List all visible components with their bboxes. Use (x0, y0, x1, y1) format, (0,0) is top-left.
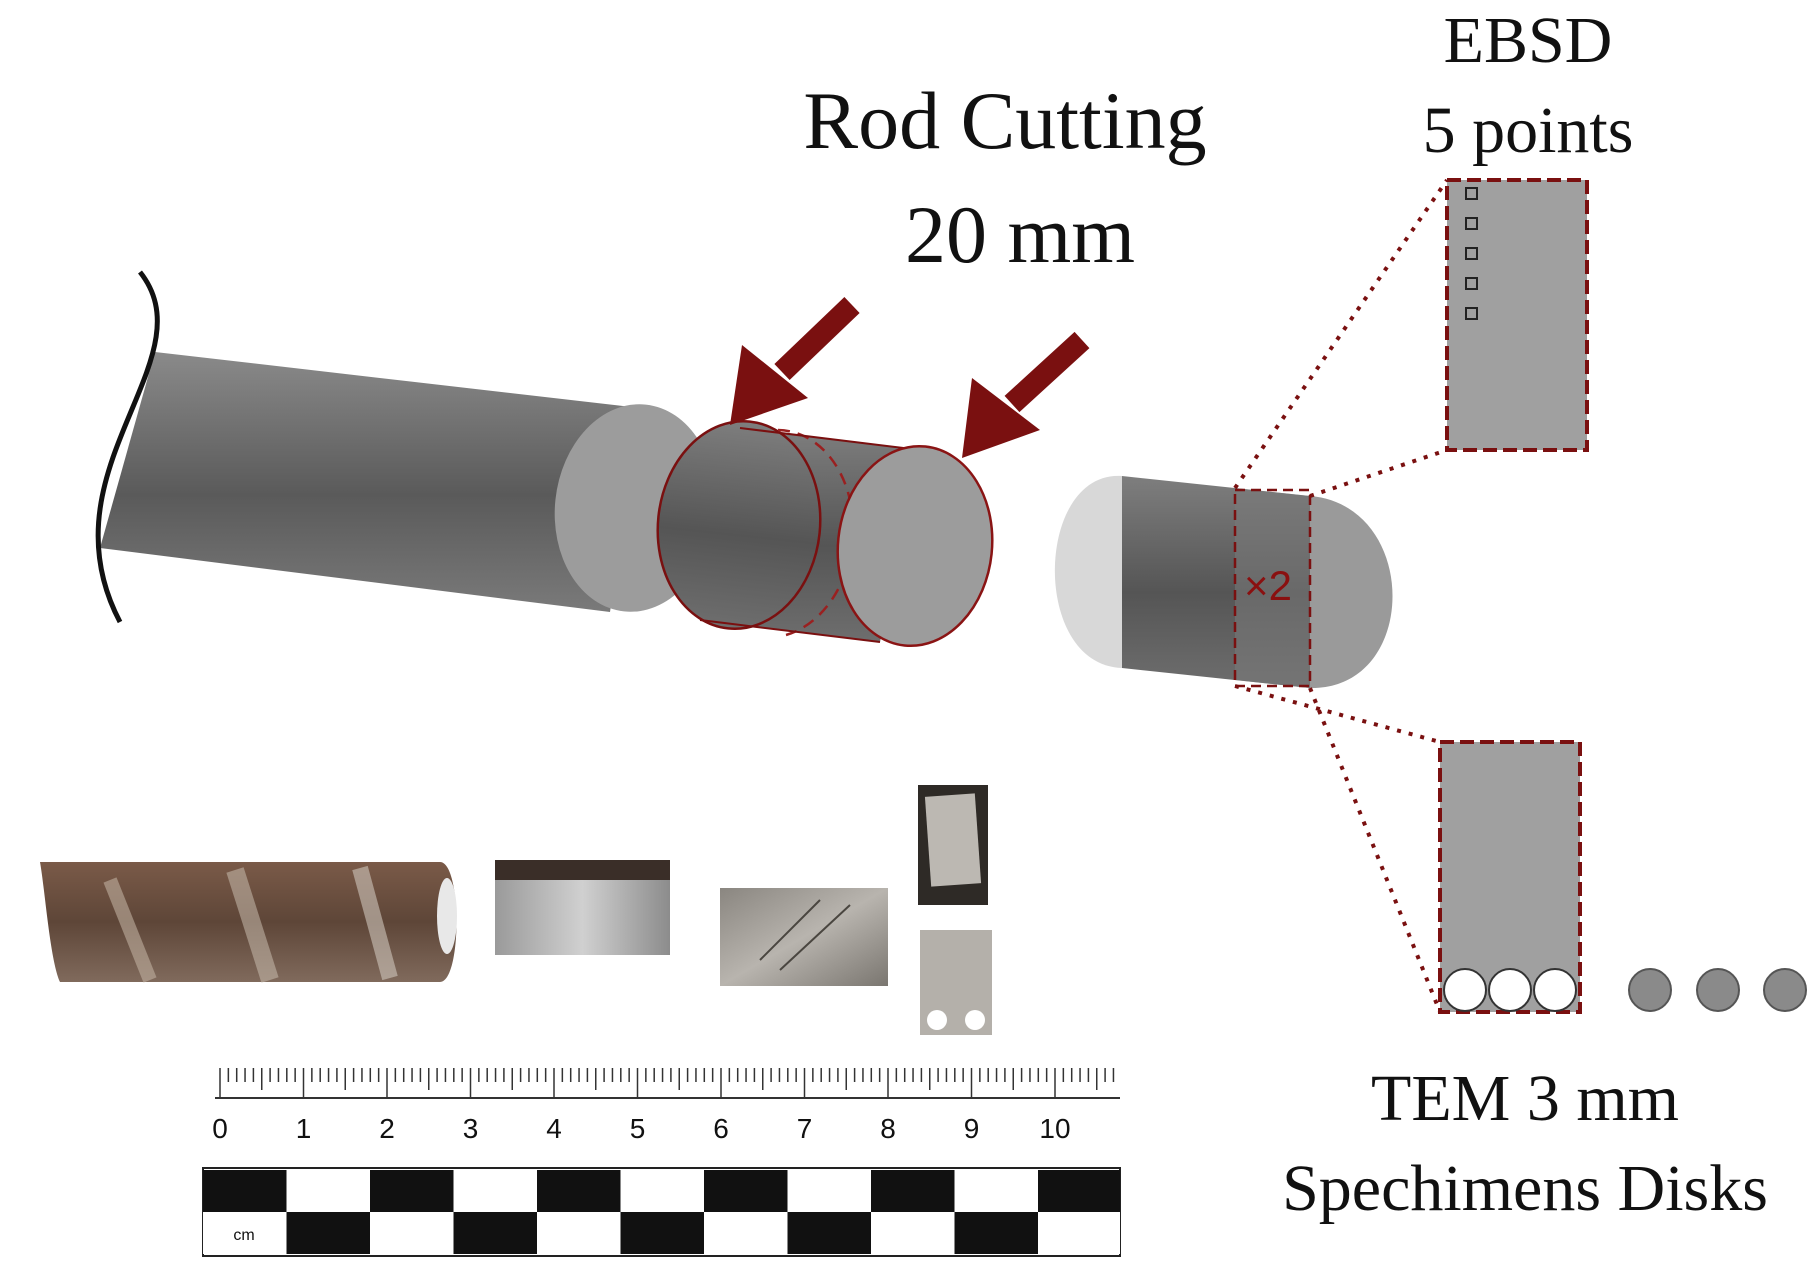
cut-end-face (836, 444, 994, 648)
checker-block (954, 1212, 1038, 1254)
ebsd-point-marker (1465, 307, 1478, 320)
ruler-ticks (219, 1068, 1115, 1098)
rod-cutting-title: Rod Cutting (803, 75, 1206, 166)
checker-block (537, 1170, 621, 1212)
ruler-number: 10 (1039, 1113, 1070, 1144)
ebsd-point-marker (1465, 187, 1478, 200)
checker-block (537, 1212, 621, 1254)
checker-block (704, 1170, 788, 1212)
ruler-number: 6 (713, 1113, 729, 1144)
photo-ebsd-sample (918, 785, 988, 905)
ruler-number: 8 (880, 1113, 896, 1144)
checker-block (370, 1170, 454, 1212)
ebsd-point-marker (1465, 247, 1478, 260)
cut-arrow-right-icon (962, 331, 1090, 458)
tem-disk-extracted (1763, 968, 1807, 1012)
checker-block (620, 1212, 704, 1254)
tem-disk (1443, 968, 1487, 1012)
ruler-number: 5 (630, 1113, 646, 1144)
ruler-number: 3 (463, 1113, 479, 1144)
ebsd-point-marker (1465, 217, 1478, 230)
checker-block (871, 1212, 955, 1254)
checker-block (370, 1212, 454, 1254)
checker-block (871, 1170, 955, 1212)
checker-block (453, 1212, 537, 1254)
tem-title: TEM 3 mm (1371, 1062, 1679, 1135)
checker-block (286, 1212, 370, 1254)
tem-specimen (1438, 740, 1807, 1014)
ruler: 0 1 2 3 4 5 6 7 8 9 10 cm (180, 1058, 1121, 1257)
checker-block (203, 1170, 287, 1212)
tem-disk-extracted (1696, 968, 1740, 1012)
photo-cut-slice (495, 860, 670, 955)
projection-lines (1233, 178, 1449, 1013)
checker-block (620, 1170, 704, 1212)
cut-arrow-left-icon (730, 297, 860, 425)
multiplier-label: ×2 (1244, 562, 1292, 609)
ruler-number: 9 (964, 1113, 980, 1144)
checker-block (704, 1212, 788, 1254)
photo-polished-block (720, 888, 888, 986)
sliced-specimen: ×2 (1054, 475, 1393, 689)
ruler-number: 1 (296, 1113, 312, 1144)
photo-rusty-rod (40, 862, 457, 983)
checker-block (1038, 1212, 1120, 1254)
tem-disk (1533, 968, 1577, 1012)
ruler-number: 7 (797, 1113, 813, 1144)
rod-cutting-length: 20 mm (905, 189, 1135, 280)
checker-block (453, 1170, 537, 1212)
ruler-unit: cm (233, 1227, 254, 1244)
checker-block (203, 1212, 287, 1254)
break-line-icon (95, 270, 160, 624)
checker-block (286, 1170, 370, 1212)
ebsd-points (1465, 187, 1478, 320)
ruler-number: 2 (379, 1113, 395, 1144)
ruler-number: 4 (546, 1113, 562, 1144)
checker-block (954, 1170, 1038, 1212)
tem-specimen-label: Spechimens Disks (1282, 1152, 1768, 1225)
checker-blocks (203, 1170, 1120, 1254)
cut-front-face (656, 419, 822, 631)
checker-block (787, 1170, 871, 1212)
slice-outline (1233, 488, 1312, 688)
tem-disk-extracted (1628, 968, 1672, 1012)
ebsd-specimen (1445, 178, 1589, 452)
checker-block (1038, 1170, 1120, 1212)
steel-rod (95, 270, 716, 624)
ebsd-points-label: 5 points (1423, 94, 1634, 167)
tem-disk (1488, 968, 1532, 1012)
ruler-number: 0 (212, 1113, 228, 1144)
cut-section (656, 419, 994, 648)
ebsd-point-marker (1465, 277, 1478, 290)
specimen-photo (40, 785, 992, 1035)
ebsd-title: EBSD (1444, 4, 1613, 77)
photo-tem-sample (920, 930, 992, 1035)
ruler-numbers: 0 1 2 3 4 5 6 7 8 9 10 (212, 1113, 1070, 1144)
checker-block (787, 1212, 871, 1254)
